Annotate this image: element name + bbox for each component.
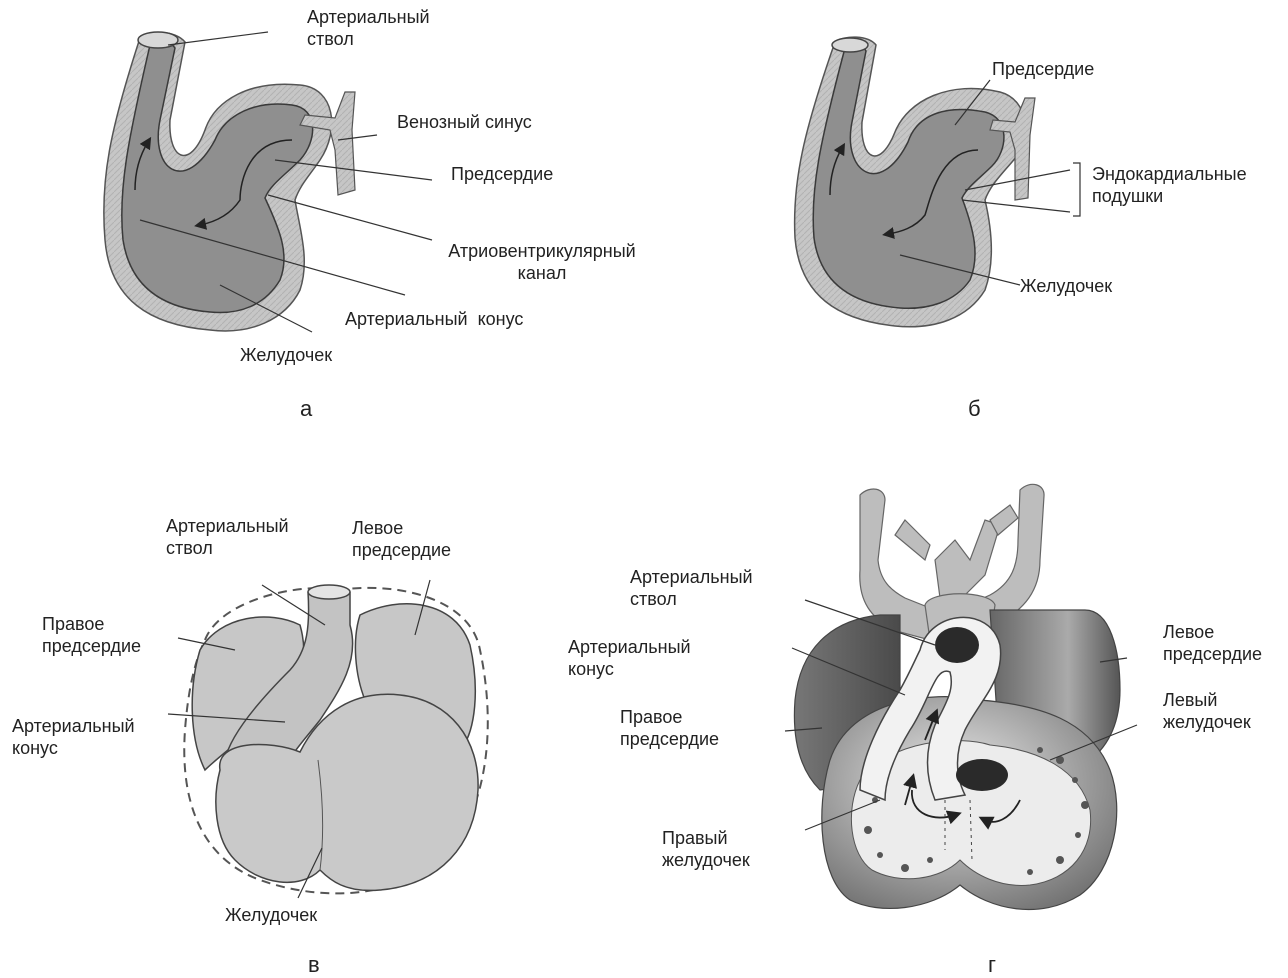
- panel-a-label-arterial-trunk: Артериальный ствол: [307, 6, 430, 50]
- panel-a-caption: а: [300, 396, 312, 422]
- panel-d-label-left-atrium: Левое предсердие: [1163, 621, 1262, 665]
- panel-d-arterial-cone-line1: Артериальный: [568, 636, 691, 658]
- panel-d-drawing: [785, 484, 1137, 909]
- panel-d-arterial-trunk-line1: Артериальный: [630, 566, 753, 588]
- panel-d-label-left-ventricle: Левый желудочек: [1163, 689, 1251, 733]
- panel-d-left-ventricle-line1: Левый: [1163, 689, 1251, 711]
- panel-d-label-right-atrium: Правое предсердие: [620, 706, 719, 750]
- panel-b-label-ventricle: Желудочек: [1020, 275, 1112, 297]
- panel-c-arterial-trunk-line1: Артериальный: [166, 515, 289, 537]
- panel-a-label-arterial-cone: Артериальный конус: [345, 308, 523, 330]
- panel-d-right-atrium-line2: предсердие: [620, 728, 719, 750]
- panel-c-drawing: [168, 580, 488, 898]
- panel-a-av-canal-line1: Атриовентрикулярный: [432, 240, 652, 262]
- panel-a-arterial-trunk-line1: Артериальный: [307, 6, 430, 28]
- panel-c-arterial-cone-line2: конус: [12, 737, 135, 759]
- panel-a-label-av-canal: Атриовентрикулярный канал: [432, 240, 652, 284]
- panel-d-right-atrium-line1: Правое: [620, 706, 719, 728]
- panel-c-label-left-atrium: Левое предсердие: [352, 517, 451, 561]
- panel-c-left-atrium-line1: Левое: [352, 517, 451, 539]
- panel-a-label-atrium: Предсердие: [451, 163, 553, 185]
- panel-c-caption: в: [308, 952, 320, 978]
- panel-a-av-canal-line2: канал: [432, 262, 652, 284]
- panel-d-label-right-ventricle: Правый желудочек: [662, 827, 750, 871]
- panel-b-cushions-line2: подушки: [1092, 185, 1247, 207]
- panel-d-arterial-trunk-line2: ствол: [630, 588, 753, 610]
- panel-c-arterial-cone-line1: Артериальный: [12, 715, 135, 737]
- panel-a-drawing: [104, 32, 432, 332]
- panel-d-label-arterial-cone: Артериальный конус: [568, 636, 691, 680]
- panel-c-right-atrium-line2: предсердие: [42, 635, 141, 657]
- panel-b-label-endocardial-cushions: Эндокардиальные подушки: [1092, 163, 1247, 207]
- panel-d-label-arterial-trunk: Артериальный ствол: [630, 566, 753, 610]
- panel-b-cushions-line1: Эндокардиальные: [1092, 163, 1247, 185]
- panel-d-arterial-cone-line2: конус: [568, 658, 691, 680]
- panel-b-label-atrium: Предсердие: [992, 58, 1094, 80]
- panel-d-left-atrium-line2: предсердие: [1163, 643, 1262, 665]
- panel-b-caption: б: [968, 396, 981, 422]
- panel-d-right-ventricle-line2: желудочек: [662, 849, 750, 871]
- panel-d-left-ventricle-line2: желудочек: [1163, 711, 1251, 733]
- panel-c-label-arterial-trunk: Артериальный ствол: [166, 515, 289, 559]
- panel-d-caption: г: [988, 952, 996, 978]
- panel-c-label-ventricle: Желудочек: [225, 904, 317, 926]
- panel-c-left-atrium-line2: предсердие: [352, 539, 451, 561]
- panel-c-arterial-trunk-line2: ствол: [166, 537, 289, 559]
- panel-a-label-venous-sinus: Венозный синус: [397, 111, 532, 133]
- panel-a-label-ventricle: Желудочек: [240, 344, 332, 366]
- panel-c-right-atrium-line1: Правое: [42, 613, 141, 635]
- panel-a-arterial-trunk-line2: ствол: [307, 28, 430, 50]
- panel-d-right-ventricle-line1: Правый: [662, 827, 750, 849]
- panel-c-label-arterial-cone: Артериальный конус: [12, 715, 135, 759]
- panel-c-label-right-atrium: Правое предсердие: [42, 613, 141, 657]
- panel-d-left-atrium-line1: Левое: [1163, 621, 1262, 643]
